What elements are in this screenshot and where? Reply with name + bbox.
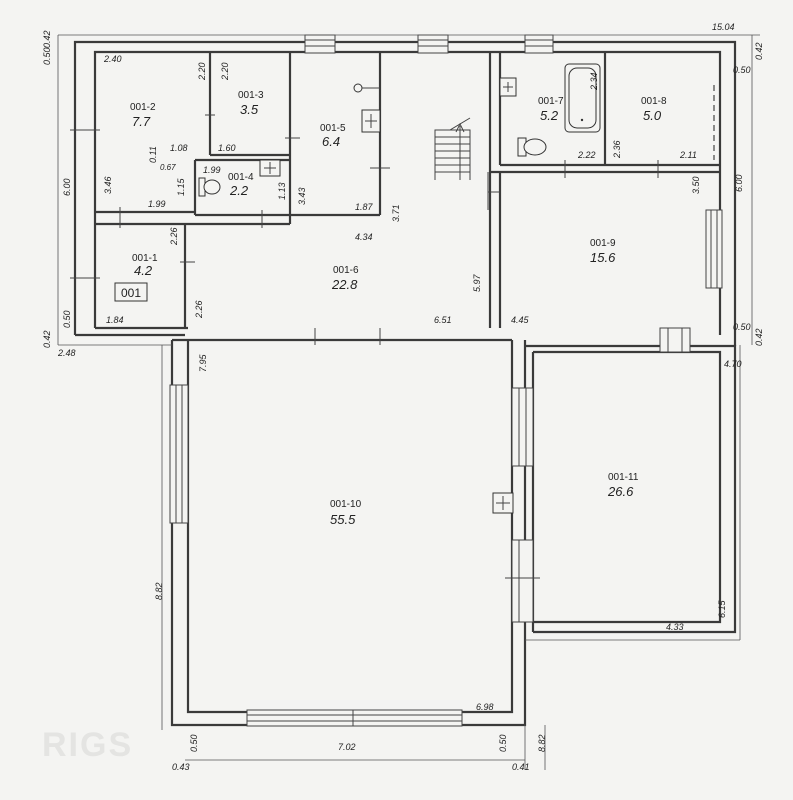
room-area-001-5: 6.4: [322, 134, 340, 149]
dim-text: 2.26: [169, 227, 179, 246]
dim-text: 0.42: [754, 42, 764, 60]
dim-text: 1.60: [218, 143, 236, 153]
dim-text: 3.43: [297, 187, 307, 205]
room-labels: 001-2 7.7 001-3 3.5 001-5 6.4 001-4 2.2 …: [114, 90, 667, 527]
dim-text: 2.48: [57, 348, 76, 358]
dim-text: 6.15: [717, 599, 727, 618]
unit-label: 001: [121, 286, 141, 300]
dim-text: 3.46: [103, 176, 113, 194]
room-id-001-7: 001-7: [538, 96, 564, 107]
toilet-icon: [517, 137, 547, 157]
dim-text: 1.15: [176, 177, 186, 196]
dim-text: 6.00: [62, 178, 72, 196]
windows: [169, 34, 723, 727]
dim-text: 4.34: [355, 232, 373, 242]
room-id-001-8: 001-8: [641, 96, 667, 107]
dim-text: 8.82: [154, 582, 164, 600]
room-area-001-6: 22.8: [331, 277, 358, 292]
dim-text: 0.50: [733, 322, 751, 332]
dim-text: 1.87: [355, 202, 374, 212]
room-id-001-1: 001-1: [132, 253, 158, 264]
toilet-icon: [198, 177, 221, 197]
dimension-texts: 15.04 0.42 0.50 0.42 0.50 6.00 6.00 2.40…: [42, 22, 764, 772]
dim-text: 5.97: [472, 273, 482, 292]
dim-text: 6.00: [734, 174, 744, 192]
dim-text: 7.02: [338, 742, 356, 752]
room-id-001-2: 001-2: [130, 102, 156, 113]
room-area-001-1: 4.2: [134, 263, 153, 278]
dim-text: 0.43: [172, 762, 190, 772]
dim-text: 2.22: [577, 150, 596, 160]
room-id-001-9: 001-9: [590, 238, 616, 249]
dim-text: 8.82: [537, 734, 547, 752]
dim-text: 2.20: [220, 62, 230, 81]
dim-text: 0.50: [189, 734, 199, 752]
room-area-001-7: 5.2: [540, 108, 559, 123]
room-id-001-6: 001-6: [333, 265, 359, 276]
dim-text: 1.99: [148, 199, 166, 209]
room-area-001-10: 55.5: [330, 512, 356, 527]
dim-text: 1.99: [203, 165, 221, 175]
dim-text: 0.11: [148, 146, 158, 163]
dim-text: 3.50: [691, 176, 701, 194]
dim-text: 2.11: [679, 150, 697, 160]
dim-text: 0.50: [42, 47, 52, 65]
room-id-001-3: 001-3: [238, 90, 264, 101]
dim-text: 6.51: [434, 315, 452, 325]
room-id-001-11: 001-11: [608, 472, 639, 483]
unit-label-box: [114, 282, 148, 302]
staircase: [434, 117, 471, 180]
dim-text: 1.13: [277, 182, 287, 200]
dim-text: 0.50: [733, 65, 751, 75]
dimension-lines: [57, 34, 760, 770]
dim-text: 0.67: [160, 163, 176, 172]
dim-text: 0.42: [42, 30, 52, 48]
dim-text: 2.36: [612, 140, 622, 159]
dim-text: 1.84: [106, 315, 124, 325]
dim-text: 2.20: [197, 62, 207, 81]
dim-text: 15.04: [712, 22, 735, 32]
watermark: RIGS: [42, 726, 133, 764]
room-id-001-10: 001-10: [330, 499, 362, 510]
dim-text: 0.42: [42, 330, 52, 348]
room-area-001-11: 26.6: [607, 484, 634, 499]
dim-text: 1.08: [170, 143, 188, 153]
dim-text: 4.70: [724, 359, 742, 369]
room-area-001-4: 2.2: [229, 183, 249, 198]
interior-walls: [95, 52, 720, 328]
dim-text: 0.50: [62, 310, 72, 328]
room-area-001-2: 7.7: [132, 114, 151, 129]
room-area-001-9: 15.6: [590, 250, 616, 265]
room-area-001-3: 3.5: [240, 102, 259, 117]
door-marks: [70, 114, 659, 579]
dim-text: 0.42: [754, 328, 764, 346]
fixtures: [198, 63, 601, 514]
room-id-001-4: 001-4: [228, 172, 254, 183]
dim-text: 6.98: [476, 702, 494, 712]
dim-text: 2.40: [103, 54, 122, 64]
dim-text: 2.34: [589, 72, 599, 91]
dim-text: 0.41: [512, 762, 530, 772]
dim-text: 4.33: [666, 622, 684, 632]
dim-text: 4.45: [511, 315, 530, 325]
dim-text: 0.50: [498, 734, 508, 752]
dim-text: 2.26: [194, 300, 204, 319]
room-area-001-8: 5.0: [643, 108, 662, 123]
room-id-001-5: 001-5: [320, 123, 346, 134]
dim-text: 3.71: [391, 204, 401, 222]
dim-text: 7.95: [198, 353, 208, 372]
